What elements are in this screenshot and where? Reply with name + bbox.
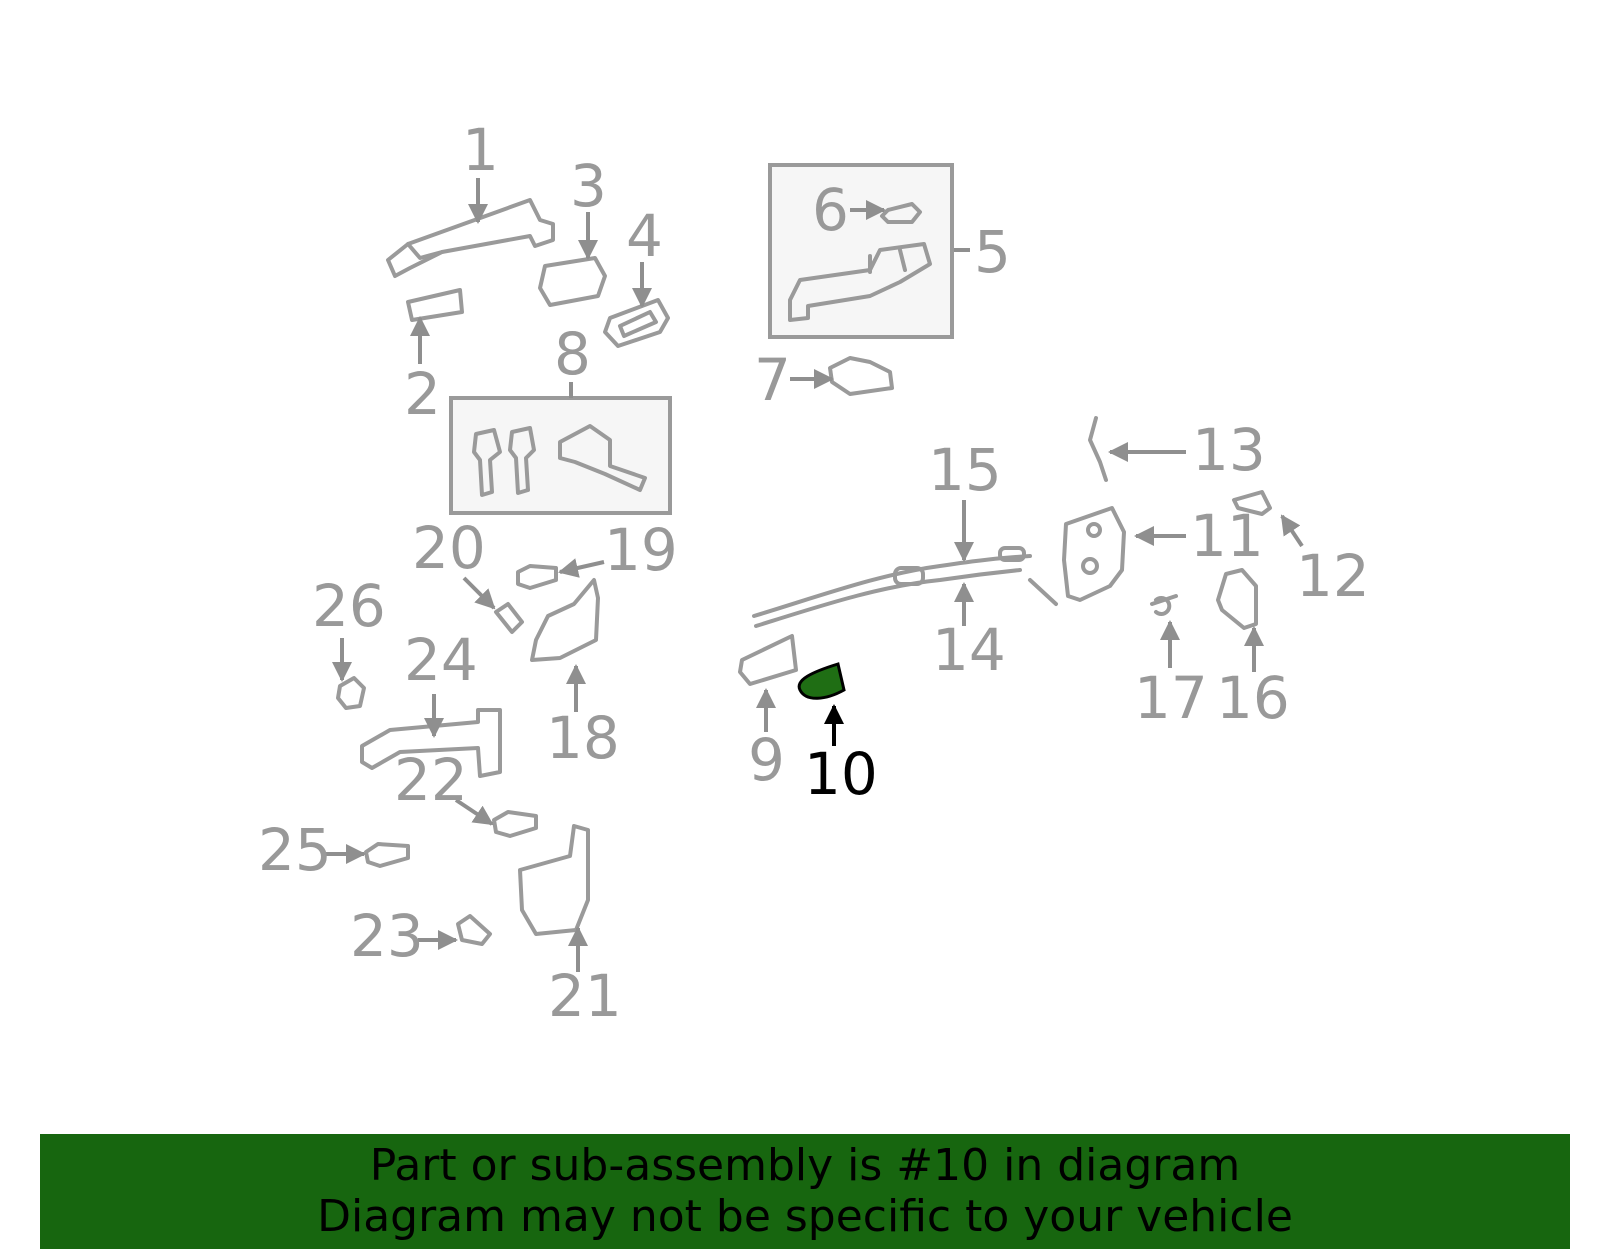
- callout-8: 8: [554, 320, 591, 388]
- callout-3: 3: [570, 152, 607, 220]
- callout-6: 6: [812, 176, 849, 244]
- part-11-latch: [1062, 506, 1126, 602]
- callout-23: 23: [350, 902, 424, 970]
- callout-22: 22: [394, 746, 468, 814]
- callout-21: 21: [548, 962, 622, 1030]
- info-banner: Part or sub-assembly is #10 in diagram D…: [40, 1134, 1570, 1249]
- part-8-key-set: [472, 424, 647, 497]
- part-24-door-check: [360, 708, 502, 778]
- callout-7: 7: [754, 346, 791, 414]
- callout-26: 26: [312, 572, 386, 640]
- callout-11: 11: [1190, 502, 1264, 570]
- part-2-cap: [406, 288, 464, 322]
- callout-5: 5: [974, 218, 1011, 286]
- callout-4: 4: [626, 202, 663, 270]
- callout-13: 13: [1192, 416, 1266, 484]
- part-4-gasket: [603, 298, 670, 348]
- callout-18: 18: [546, 704, 620, 772]
- callout-17: 17: [1134, 664, 1208, 732]
- callout-14: 14: [932, 616, 1006, 684]
- callout-1: 1: [462, 116, 499, 184]
- banner-line-2: Diagram may not be specific to your vehi…: [317, 1191, 1293, 1242]
- callout-15: 15: [928, 436, 1002, 504]
- callout-10-highlighted: 10: [804, 740, 878, 808]
- callout-2: 2: [404, 360, 441, 428]
- part-23-bolt: [456, 914, 492, 946]
- part-25-bolt: [364, 842, 410, 868]
- part-21-hinge: [518, 824, 590, 936]
- part-7-clip: [828, 356, 894, 396]
- callout-12: 12: [1296, 542, 1370, 610]
- banner-line-1: Part or sub-assembly is #10 in diagram: [369, 1140, 1241, 1191]
- callout-24: 24: [404, 626, 478, 694]
- callout-16: 16: [1216, 664, 1290, 732]
- part-26-nut: [336, 676, 366, 710]
- callout-25: 25: [258, 816, 332, 884]
- part-18-hinge: [530, 578, 600, 662]
- box-5: [768, 163, 954, 339]
- part-1-handle-frame: [386, 198, 555, 278]
- part-19-bolt: [516, 564, 558, 590]
- part-16-bracket: [1216, 568, 1258, 630]
- callout-19: 19: [604, 516, 678, 584]
- part-20-bolt: [494, 602, 524, 634]
- part-12-pin: [1232, 490, 1272, 516]
- part-10-highlighted: [797, 662, 846, 700]
- part-14-15-rods: [752, 546, 1058, 628]
- part-13-rod: [1088, 416, 1108, 482]
- part-3-pad: [538, 256, 607, 307]
- callout-20: 20: [412, 514, 486, 582]
- part-5-inside-handle: [788, 242, 932, 322]
- part-9-lever: [738, 634, 798, 686]
- callout-9: 9: [748, 726, 785, 794]
- leader-arrows: [324, 178, 1304, 972]
- part-17-screw: [1150, 594, 1178, 616]
- part-22-bolt: [492, 810, 538, 838]
